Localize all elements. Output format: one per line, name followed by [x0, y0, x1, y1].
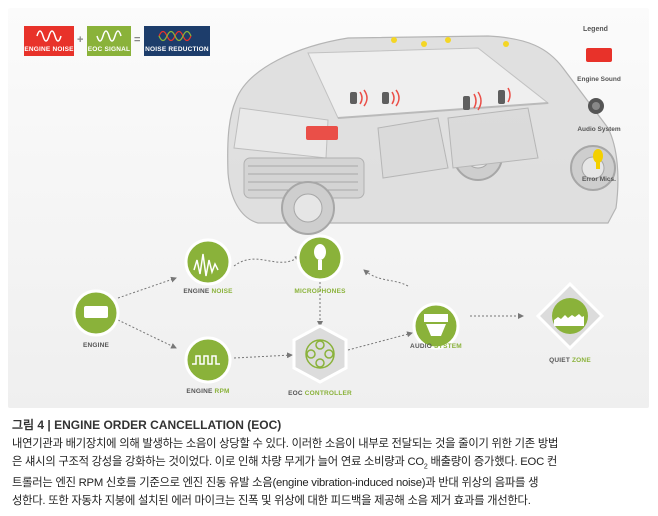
equals-sign: =: [134, 34, 141, 46]
engine-noise-label: ENGINE NOISE: [24, 46, 74, 53]
eoc-controller-label: EOC CONTROLLER: [288, 390, 352, 397]
noise-reduction-tag: NOISE REDUCTION: [144, 26, 210, 56]
caption-line-4: 성한다. 또한 자동차 지붕에 설치된 에러 마이크는 진폭 및 위상에 대한 …: [12, 494, 531, 507]
microphones-label: MICROPHONES: [294, 288, 346, 295]
figure-graphics: [72, 35, 619, 384]
legend-icons: [586, 48, 612, 169]
engine-label: ENGINE: [82, 342, 110, 349]
figure-panel: ENGINE NOISE + EOC SIGNAL = NOISE REDUCT…: [8, 8, 649, 408]
engine-rpm-node: [184, 336, 232, 384]
figure-number: 그림 4 |: [12, 418, 55, 432]
caption-line-3: 트롤러는 엔진 RPM 신호를 기준으로 엔진 진동 유발 소음(engine …: [12, 477, 539, 490]
engine-noise-label: ENGINE NOISE: [183, 288, 233, 295]
eoc-controller-node: [292, 324, 348, 384]
car-illustration: [227, 35, 619, 235]
caption-title: 그림 4 | ENGINE ORDER CANCELLATION (EOC): [12, 416, 652, 433]
wave-icon: [158, 30, 192, 42]
engine-noise-tag: ENGINE NOISE: [24, 26, 74, 56]
figure-caption: 그림 4 | ENGINE ORDER CANCELLATION (EOC) 내…: [12, 416, 652, 510]
quiet-zone-node: [535, 281, 605, 351]
caption-line-2: 은 섀시의 구조적 강성을 강화하는 것이었다. 이로 인해 차량 무게가 늘어…: [12, 455, 558, 470]
legend-label-engine-sound: Engine Sound: [577, 76, 621, 83]
eoc-signal-tag: EOC SIGNAL: [87, 26, 131, 56]
caption-heading: ENGINE ORDER CANCELLATION (EOC): [54, 418, 282, 432]
engine-rpm-label: ENGINE RPM: [186, 388, 230, 395]
caption-body: 내연기관과 배기장치에 의해 발생하는 소음이 상당할 수 있다. 이러한 소음…: [12, 436, 652, 510]
wave-icon: [36, 30, 62, 42]
engine-node: [72, 289, 120, 337]
microphones-node: [296, 234, 344, 282]
audio-system-node: [412, 302, 460, 350]
wave-icon: [96, 30, 122, 42]
plus-sign: +: [77, 34, 84, 46]
audio-system-label: AUDIO SYSTEM: [410, 343, 462, 350]
eoc-signal-label: EOC SIGNAL: [87, 46, 131, 53]
flow-arrows: [117, 255, 524, 359]
engine-noise-node: [184, 238, 232, 286]
noise-reduction-label: NOISE REDUCTION: [145, 46, 209, 53]
legend-label-error-mics: Error Mics.: [582, 176, 616, 183]
caption-line-1: 내연기관과 배기장치에 의해 발생하는 소음이 상당할 수 있다. 이러한 소음…: [12, 438, 559, 450]
legend-title: Legend: [583, 26, 608, 33]
quiet-zone-label: QUIET ZONE: [549, 357, 591, 364]
legend-label-audio-system: Audio System: [577, 126, 621, 133]
